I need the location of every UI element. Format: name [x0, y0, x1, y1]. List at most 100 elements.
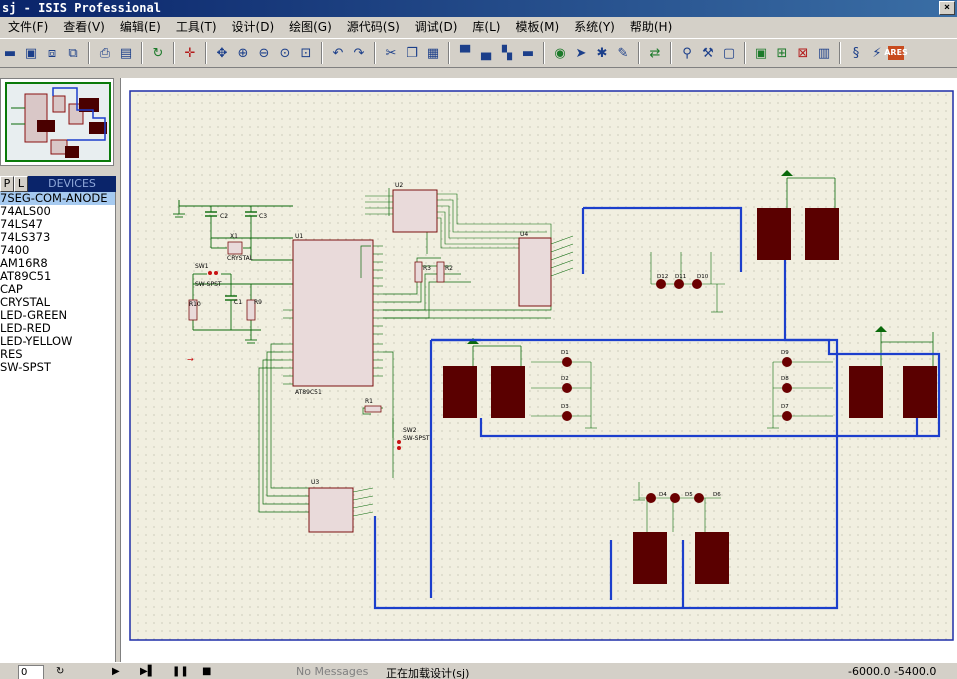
block-rotate-icon[interactable]: ▚ [502, 45, 512, 61]
ares-icon[interactable]: ARES [884, 46, 908, 60]
label-r9: R9 [254, 299, 262, 306]
menu-source[interactable]: 源代码(S) [346, 20, 400, 34]
paste-icon[interactable]: ▦ [426, 45, 440, 61]
device-item[interactable]: 74LS373 [0, 231, 51, 244]
pan-icon[interactable]: ✥ [216, 45, 228, 61]
device-item[interactable]: LED-YELLOW [0, 335, 73, 348]
refresh-icon[interactable]: ↻ [152, 45, 164, 61]
device-item[interactable]: CRYSTAL [0, 296, 51, 309]
toolbar-separator [670, 42, 672, 64]
print-area-icon[interactable]: ▤ [119, 45, 133, 61]
rotate-icon[interactable]: ↻ [56, 666, 65, 677]
package-icon[interactable]: ✱ [596, 45, 608, 61]
step-icon[interactable]: ▶▌ [140, 666, 156, 677]
schematic-canvas[interactable]: C2 C3 X1 CRYSTAL SW1 SW-SPST R10 C1 R9 [120, 78, 957, 662]
copy-icon[interactable]: ❐ [406, 45, 418, 61]
property-tool-icon[interactable]: ⚒ [702, 45, 714, 61]
zoom-field[interactable]: 0 [18, 665, 44, 679]
toolbar-separator [744, 42, 746, 64]
save-icon[interactable]: ▣ [24, 45, 38, 61]
print-icon[interactable]: ⎙ [99, 45, 111, 61]
library-manager-button[interactable]: L [14, 176, 28, 192]
chip-u3[interactable] [308, 487, 354, 533]
chip-u4[interactable] [518, 237, 552, 307]
messages-indicator[interactable]: No Messages [296, 665, 369, 678]
device-item[interactable]: 7400 [0, 244, 30, 257]
block-delete-icon[interactable]: ▬ [521, 45, 535, 61]
menu-tools[interactable]: 工具(T) [175, 20, 217, 34]
resistor-r10[interactable] [188, 299, 198, 321]
zoom-out-icon[interactable]: ⊖ [258, 45, 270, 61]
chip-u1[interactable] [292, 239, 374, 387]
zoom-all-icon[interactable]: ⊙ [279, 45, 291, 61]
search-icon[interactable]: ⚲ [682, 45, 692, 61]
resistor-r3[interactable] [414, 261, 423, 283]
menu-help[interactable]: 帮助(H) [629, 20, 673, 34]
device-item[interactable]: 74ALS00 [0, 205, 51, 218]
pick-device-icon[interactable]: ◉ [554, 45, 566, 61]
bom-icon[interactable]: ⊠ [797, 45, 809, 61]
origin-icon[interactable]: ✛ [184, 45, 196, 61]
decompose-icon[interactable]: ✎ [617, 45, 629, 61]
label-d3: D3 [561, 404, 569, 410]
close-button[interactable]: × [939, 1, 955, 15]
device-item[interactable]: RES [0, 348, 23, 361]
device-item[interactable]: AT89C51 [0, 270, 52, 283]
label-c2: C2 [220, 213, 228, 220]
seven-seg-display [805, 208, 839, 260]
netlist-icon[interactable]: § [852, 45, 860, 61]
export-icon[interactable]: ⧉ [68, 45, 78, 61]
menu-edit[interactable]: 编辑(E) [119, 20, 161, 34]
toolbar-separator [839, 42, 841, 64]
oscillator-circuit [173, 205, 293, 344]
resistor-r9[interactable] [246, 299, 256, 321]
device-item[interactable]: LED-GREEN [0, 309, 68, 322]
cut-icon[interactable]: ✂ [385, 45, 397, 61]
device-item[interactable]: CAP [0, 283, 23, 296]
device-item[interactable]: 74LS47 [0, 218, 43, 231]
device-item[interactable]: 7SEG-COM-ANODE [0, 192, 115, 205]
play-icon[interactable]: ▶ [112, 666, 120, 677]
resistor-r2[interactable] [436, 261, 445, 283]
redo-icon[interactable]: ↷ [353, 45, 365, 61]
status-bar: 0 ↻ ▶ ▶▌ ❚❚ ■ No Messages 正在加载设计(sj) -60… [0, 662, 957, 679]
device-item[interactable]: SW-SPST [0, 361, 51, 374]
pause-icon[interactable]: ❚❚ [172, 666, 189, 677]
label-u4: U4 [520, 231, 528, 238]
resistor-r1[interactable] [364, 405, 382, 413]
block-copy-icon[interactable]: ▀ [460, 45, 470, 61]
switch-sw2-pin[interactable] [397, 440, 401, 444]
menu-debug[interactable]: 调试(D) [414, 20, 458, 34]
device-item[interactable]: LED-RED [0, 322, 51, 335]
menu-graph[interactable]: 绘图(G) [289, 20, 332, 34]
menu-system[interactable]: 系统(Y) [574, 20, 615, 34]
folder-open-icon[interactable]: ▬ [3, 45, 17, 61]
label-d5: D5 [685, 492, 693, 498]
menu-file[interactable]: 文件(F) [8, 20, 49, 34]
new-sheet-icon[interactable]: ▢ [722, 45, 736, 61]
wire-autorouter-icon[interactable]: ⇄ [649, 45, 661, 61]
device-item[interactable]: AM16R8 [0, 257, 48, 270]
exit-to-parent-icon[interactable]: ⊞ [776, 45, 788, 61]
menu-library[interactable]: 库(L) [472, 20, 501, 34]
undo-icon[interactable]: ↶ [332, 45, 344, 61]
menu-template[interactable]: 模板(M) [515, 20, 560, 34]
overview-window[interactable] [0, 78, 114, 166]
stop-icon[interactable]: ■ [202, 666, 212, 677]
make-device-icon[interactable]: ➤ [575, 45, 587, 61]
zoom-area-icon[interactable]: ⊡ [300, 45, 312, 61]
import-icon[interactable]: ⧈ [47, 45, 57, 61]
menu-design[interactable]: 设计(D) [231, 20, 275, 34]
main-toolbar: ▬ ▣ ⧈ ⧉ ⎙ ▤ ↻ ✛ ✥ ⊕ ⊖ ⊙ ⊡ ↶ ↷ ✂ ❐ ▦ ▀ ▄ … [0, 38, 957, 68]
netlist2-icon[interactable]: ⚡ [872, 45, 882, 61]
remove-sheet-icon[interactable]: ▣ [754, 45, 768, 61]
switch-sw1-pin[interactable] [208, 271, 212, 275]
block-move-icon[interactable]: ▄ [481, 45, 491, 61]
crystal-x1[interactable] [227, 241, 243, 255]
chip-u2[interactable] [392, 189, 438, 233]
menu-view[interactable]: 查看(V) [63, 20, 105, 34]
zoom-in-icon[interactable]: ⊕ [237, 45, 249, 61]
cursor-coordinates: -6000.0 -5400.0 [848, 665, 937, 678]
pick-devices-button[interactable]: P [0, 176, 14, 192]
erc-icon[interactable]: ▥ [817, 45, 831, 61]
